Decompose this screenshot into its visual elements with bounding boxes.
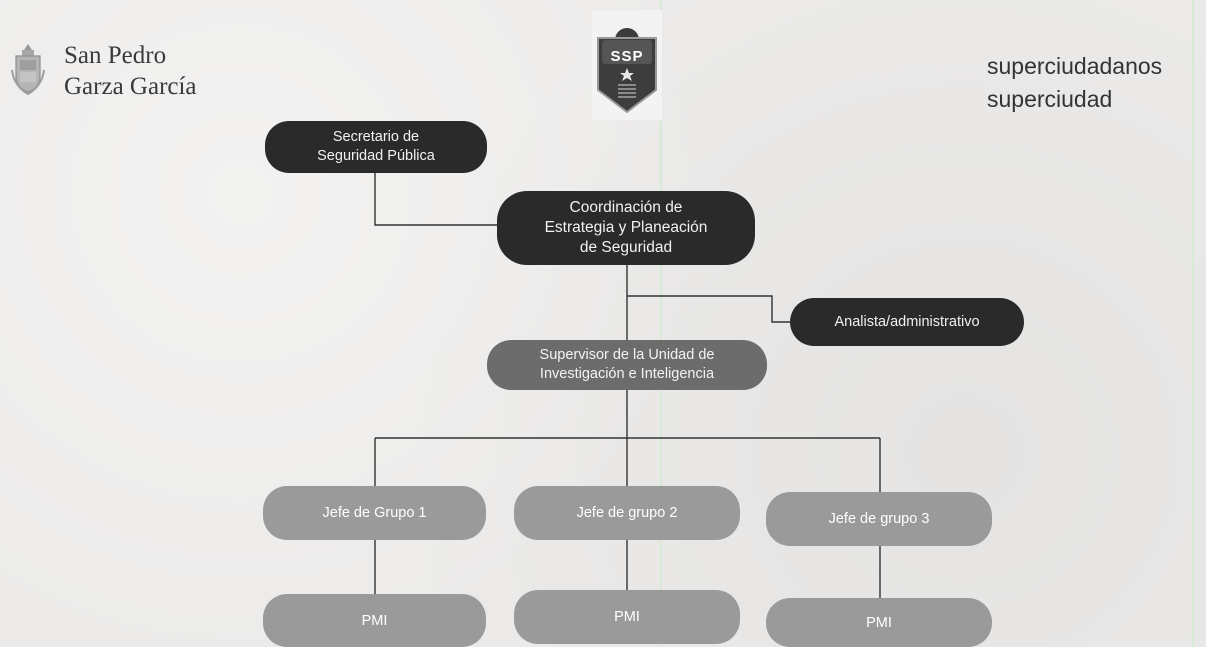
tagline-line: superciudad [987, 86, 1113, 112]
node-label: Analista/administrativo [834, 313, 980, 330]
badge-text: SSP [610, 48, 644, 65]
scan-line [1192, 0, 1194, 647]
municipality-name-line: Garza García [64, 73, 197, 100]
node-jefe-grupo-3: Jefe de grupo 3 [766, 492, 992, 546]
node-pmi-3: PMI [766, 598, 992, 647]
connector-coordinacion-analista [627, 295, 790, 323]
node-label: PMI [614, 609, 640, 625]
node-pmi-1: PMI [263, 594, 486, 647]
node-label: Jefe de grupo 2 [576, 505, 678, 521]
tagline: superciudadanos superciudad [987, 50, 1162, 116]
connector-secretario-coordinacion [374, 173, 500, 226]
municipal-seal-icon [11, 44, 45, 96]
node-label: PMI [361, 612, 388, 629]
node-label: Jefe de grupo 3 [828, 511, 930, 527]
tagline-line: superciudadanos [987, 53, 1163, 79]
municipality-header: San Pedro Garza García [10, 40, 197, 102]
scan-line [660, 0, 662, 647]
node-jefe-grupo-2: Jefe de grupo 2 [514, 486, 740, 540]
node-label: Jefe de Grupo 1 [322, 505, 427, 521]
node-label: PMI [866, 614, 892, 631]
ssp-badge: SSP [592, 10, 662, 120]
node-analista: Analista/administrativo [790, 298, 1024, 346]
ssp-shield-icon [592, 10, 662, 120]
node-pmi-2: PMI [514, 590, 740, 644]
node-jefe-grupo-1: Jefe de Grupo 1 [263, 486, 486, 540]
municipality-name-line: San Pedro [64, 42, 167, 69]
municipality-name: San Pedro Garza García [64, 40, 197, 102]
